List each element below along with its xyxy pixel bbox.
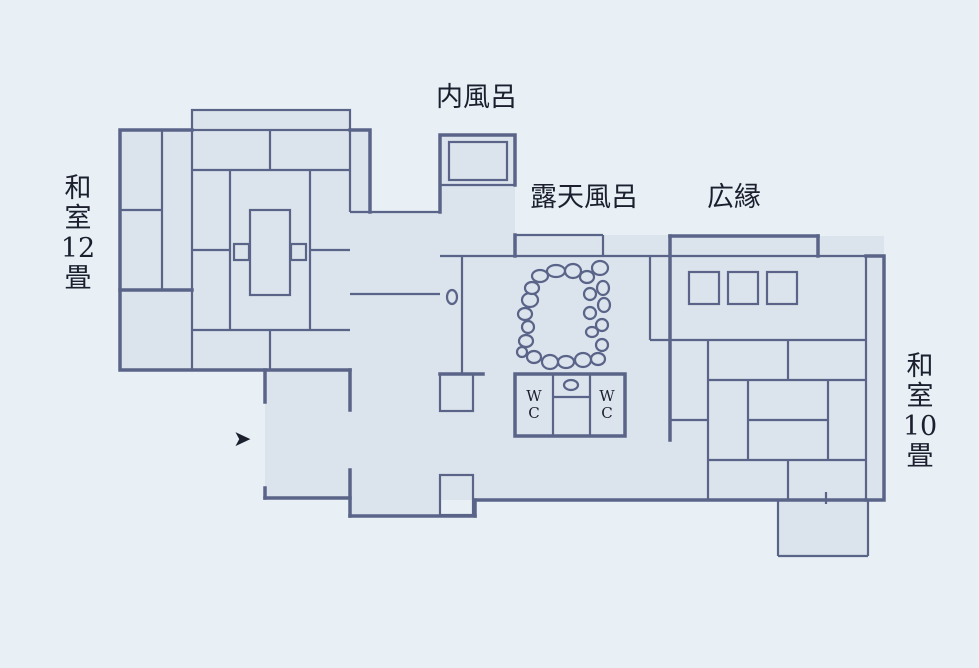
label-char: 和	[64, 173, 92, 204]
label-char: 和	[906, 351, 934, 382]
label-char: 12	[60, 233, 96, 264]
label-uchiburo: 内風呂	[436, 82, 517, 113]
label-char: 畳	[906, 441, 934, 472]
label-hiroen: 広縁	[707, 182, 761, 213]
label-rotenburo: 露天風呂	[530, 182, 638, 213]
floor-fill	[120, 110, 884, 556]
label-char: W	[599, 387, 615, 405]
label-washitsu-10: 和 室 10 畳	[900, 352, 940, 472]
sink-icon	[562, 378, 580, 392]
label-char: 室	[64, 203, 92, 234]
label-char: W	[526, 387, 542, 405]
stone-bath-icon	[515, 259, 612, 371]
label-char: C	[528, 404, 540, 422]
label-char: 室	[906, 381, 934, 412]
label-char: 10	[902, 411, 938, 442]
exterior-walls	[118, 128, 886, 518]
label-char: C	[601, 404, 613, 422]
label-wc-right: W C	[597, 388, 617, 422]
label-washitsu-12: 和 室 12 畳	[58, 174, 98, 294]
label-char: 畳	[64, 263, 92, 294]
entrance-arrow-icon: ➤	[233, 427, 252, 452]
interior-walls	[120, 108, 884, 558]
label-wc-left: W C	[524, 388, 544, 422]
